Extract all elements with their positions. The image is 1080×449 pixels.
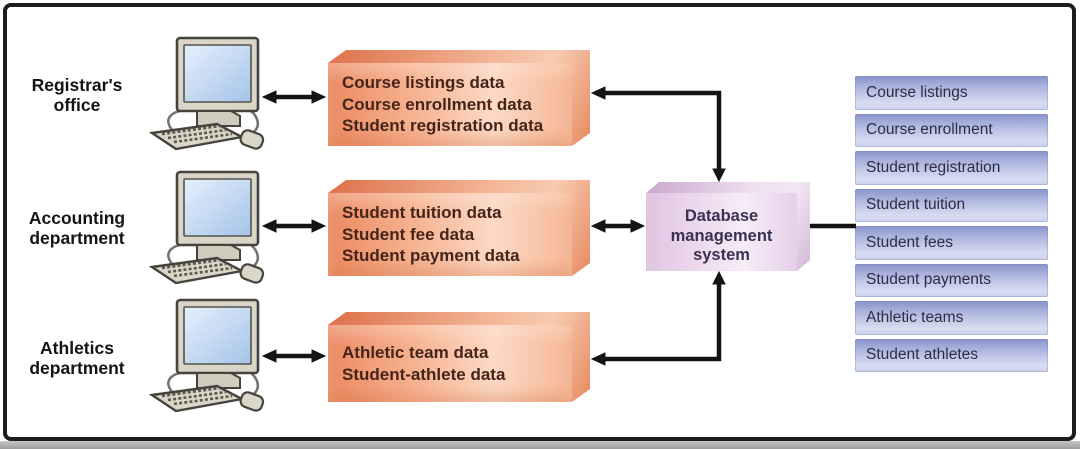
data-box-accounting: Student tuition data Student fee data St… [328,180,590,276]
data-item: Student-athlete data [342,364,506,384]
figure-border [3,3,1076,441]
data-box-text: Student tuition data Student fee data St… [342,193,566,276]
data-box-face [328,325,572,402]
data-item: Athletic team data [342,343,489,362]
data-item: Course enrollment data [342,94,532,114]
computer-icon-athletics [140,298,267,416]
computer-icon-registrar [140,36,267,154]
data-item: Student registration data [342,116,544,136]
db-table-item: Student fees [855,226,1048,260]
database-table-list: Course listings Course enrollment Studen… [855,76,1048,372]
db-table-item: Course enrollment [855,113,1048,147]
dept-label-accounting: Accounting department [28,208,126,248]
data-item: Student payment data [342,246,520,266]
data-item: Student fee data [342,224,475,244]
dbms-box-face [646,193,797,271]
data-item: Course listings data [342,73,505,93]
data-box-athletics: Athletic team data Student-athlete data [328,312,590,402]
db-table-item: Course listings [855,76,1048,110]
bottom-shadow-strip [0,441,1080,449]
db-table-item: Athletic teams [855,301,1048,335]
db-table-item: Student registration [855,151,1048,185]
data-item: Student tuition data [342,203,502,223]
data-box-registrar: Course listings data Course enrollment d… [328,50,590,146]
data-box-face [328,63,572,146]
data-box-text: Course listings data Course enrollment d… [342,63,566,146]
db-table-item: Student payments [855,263,1048,297]
dept-label-athletics: Athletics department [29,338,125,378]
db-table-item: Student athletes [855,338,1048,372]
dept-label-registrar: Registrar's office [31,75,123,115]
db-table-item: Student tuition [855,188,1048,222]
data-box-text: Athletic team data Student-athlete data [342,325,566,402]
dbms-box-label: Database management system [670,207,773,264]
data-box-face [328,193,572,276]
computer-icon-accounting [140,170,267,288]
dbms-box: Database management system [646,182,810,271]
